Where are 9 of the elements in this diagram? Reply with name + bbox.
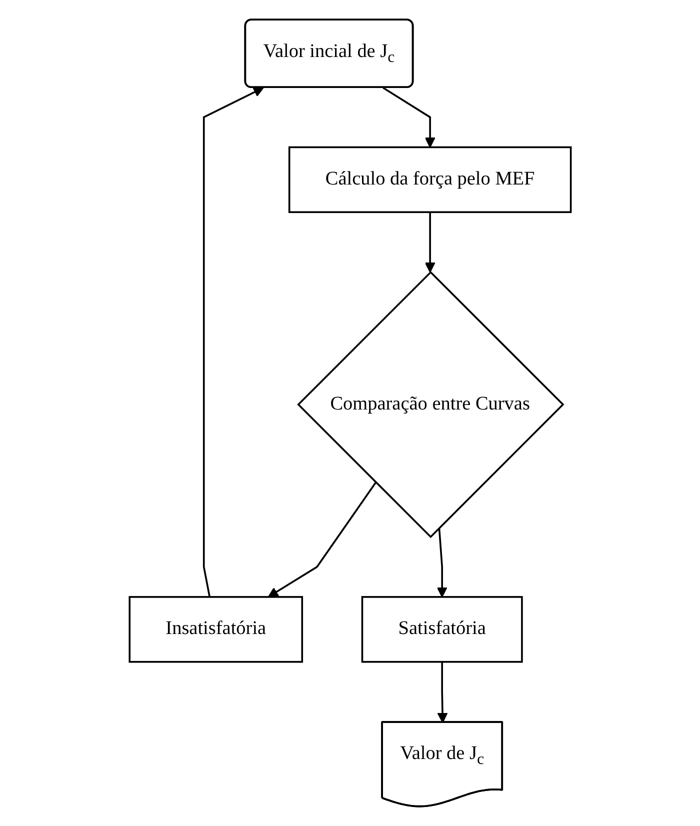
arrow (202, 87, 264, 598)
arrow (382, 86, 436, 148)
node-diamond: Comparação entre Curvas (296, 270, 564, 538)
node-box: Insatisfatória (128, 596, 303, 663)
arrow (436, 528, 448, 598)
node-box: Cálculo da força pelo MEF (288, 146, 572, 214)
node-box: Satisfatória (361, 596, 523, 663)
arrow (268, 482, 376, 598)
arrow (424, 212, 436, 273)
